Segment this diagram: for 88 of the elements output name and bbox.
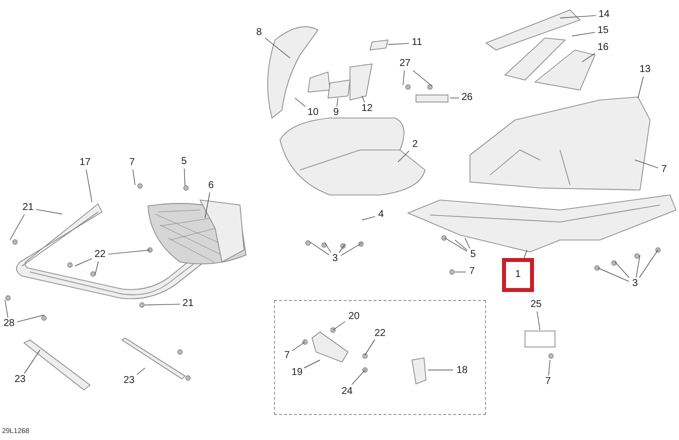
leader-line bbox=[184, 168, 186, 186]
callout-number: 7 bbox=[126, 156, 138, 170]
group-frame bbox=[274, 300, 486, 414]
leader-line bbox=[636, 254, 640, 278]
leader-line bbox=[136, 368, 146, 375]
callout-number: 15 bbox=[595, 24, 611, 38]
callout-number: 17 bbox=[77, 156, 93, 170]
callout-number: 10 bbox=[305, 106, 321, 120]
callout-number: 20 bbox=[346, 310, 362, 324]
leader-line bbox=[454, 240, 468, 250]
leader-line bbox=[204, 192, 210, 218]
callout-number: 19 bbox=[289, 366, 305, 380]
callout-number: 7 bbox=[542, 376, 554, 388]
leader-line bbox=[444, 238, 468, 252]
leader-line bbox=[292, 342, 306, 352]
trim-piece-drawing bbox=[370, 40, 388, 50]
callout-number: 1 bbox=[515, 270, 521, 280]
leader-line bbox=[572, 32, 596, 36]
leader-line bbox=[582, 52, 596, 62]
leader-line bbox=[324, 242, 332, 253]
callout-number: 23 bbox=[121, 374, 137, 388]
leader-line bbox=[108, 250, 150, 255]
leader-line bbox=[336, 98, 338, 107]
callout-number: 5 bbox=[178, 156, 190, 168]
leader-line bbox=[398, 150, 410, 162]
leader-line bbox=[294, 98, 306, 107]
callout-number: 4 bbox=[375, 208, 387, 222]
leader-line bbox=[36, 209, 62, 214]
callout-number: 12 bbox=[359, 102, 375, 116]
leader-line bbox=[388, 43, 410, 45]
callout-number: 22 bbox=[372, 328, 388, 340]
leader-line bbox=[402, 70, 405, 86]
leader-line bbox=[638, 76, 644, 98]
leader-line bbox=[548, 360, 550, 376]
callout-number: 21 bbox=[180, 298, 196, 310]
callout-number: 27 bbox=[397, 58, 413, 70]
leader-line bbox=[536, 311, 540, 330]
leader-line bbox=[362, 96, 365, 103]
callout-number: 25 bbox=[528, 298, 544, 312]
leader-line bbox=[338, 244, 346, 253]
callout-number: 23 bbox=[12, 374, 28, 386]
leader-line bbox=[352, 370, 366, 385]
leader-line bbox=[310, 242, 330, 256]
callout-number: 9 bbox=[330, 106, 342, 120]
leader-line bbox=[74, 258, 92, 266]
callout-number: 11 bbox=[409, 36, 425, 50]
leader-line bbox=[598, 268, 630, 282]
callout-number: 18 bbox=[454, 364, 470, 378]
leader-line bbox=[86, 169, 92, 202]
leader-line bbox=[464, 238, 470, 249]
leader-line bbox=[340, 242, 362, 256]
leader-line bbox=[412, 70, 432, 86]
callout-number: 3 bbox=[629, 278, 641, 290]
callout-number: 13 bbox=[637, 64, 653, 76]
callout-number: 8 bbox=[253, 26, 265, 40]
callout-number: 28 bbox=[1, 318, 17, 330]
trim-piece-drawing bbox=[328, 80, 350, 98]
leader-line bbox=[634, 160, 658, 168]
leader-line bbox=[639, 250, 658, 278]
leader-line bbox=[332, 321, 346, 330]
leader-line bbox=[524, 250, 528, 258]
leader-line bbox=[16, 314, 44, 322]
callout-number: 7 bbox=[658, 164, 670, 176]
callout-number: 22 bbox=[92, 248, 108, 262]
leader-line bbox=[304, 360, 320, 368]
callout-number: 5 bbox=[467, 248, 479, 262]
leader-line bbox=[560, 15, 596, 18]
callout-number: 24 bbox=[339, 386, 355, 398]
leader-line bbox=[144, 304, 180, 306]
leader-line bbox=[94, 261, 99, 276]
callout-number: 2 bbox=[409, 138, 421, 152]
callout-number: 6 bbox=[205, 180, 217, 192]
leader-line bbox=[364, 339, 376, 356]
leader-line bbox=[264, 38, 290, 58]
callout-number: 7 bbox=[466, 266, 478, 278]
leader-line bbox=[362, 216, 376, 220]
callout-number: 16 bbox=[595, 42, 611, 54]
leader-line bbox=[24, 350, 40, 374]
highlight-frame bbox=[502, 258, 534, 292]
callout-number: 3 bbox=[329, 252, 341, 266]
callout-number: 21 bbox=[20, 202, 36, 214]
leader-line bbox=[4, 300, 8, 318]
callout-number: 14 bbox=[596, 8, 612, 22]
leader-line bbox=[10, 214, 25, 240]
leader-line bbox=[614, 262, 630, 278]
callout-number: 7 bbox=[281, 350, 293, 362]
callout-number: 26 bbox=[459, 92, 475, 104]
leader-line bbox=[132, 169, 136, 186]
